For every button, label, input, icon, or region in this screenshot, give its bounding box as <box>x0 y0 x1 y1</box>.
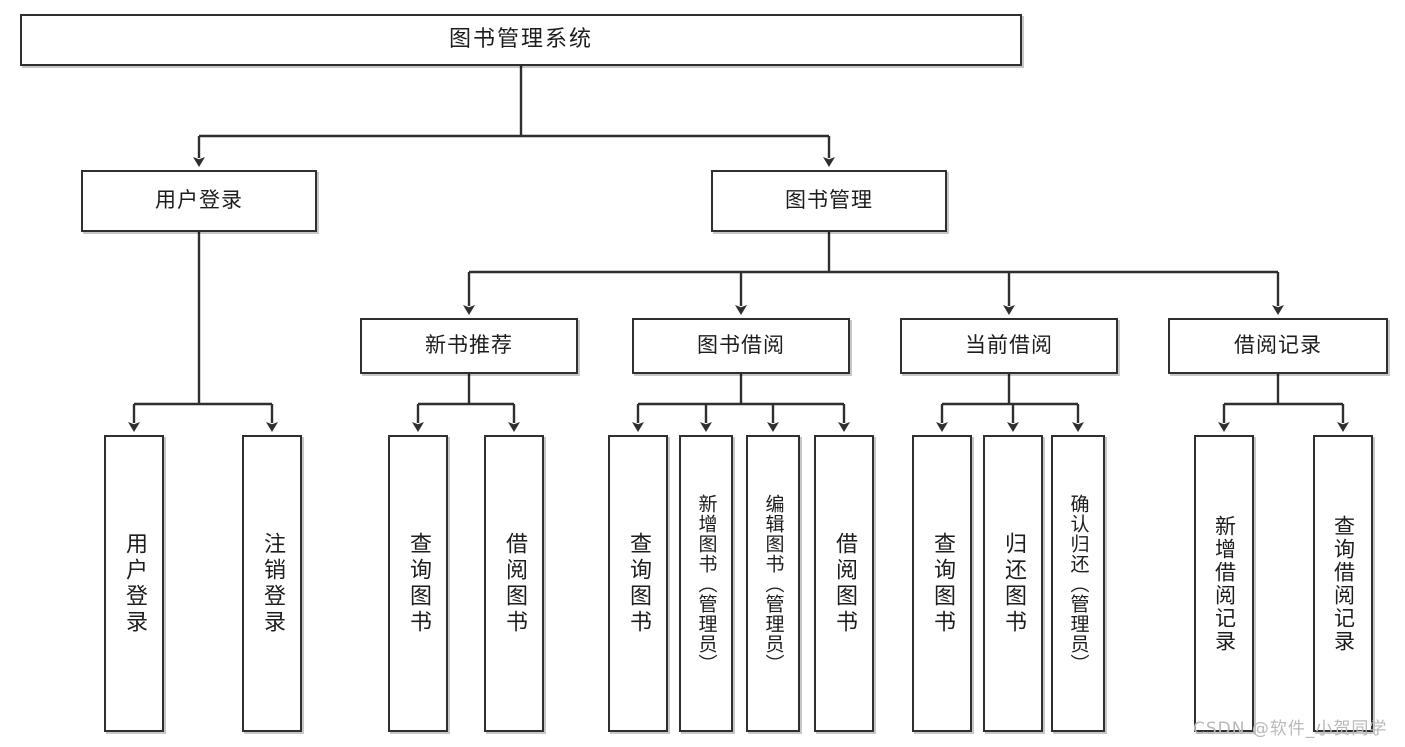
node-leaf-query-book-2-label: 查询图书 <box>626 531 651 636</box>
node-new-book-recommend-label: 新书推荐 <box>425 333 513 358</box>
node-leaf-confirm-return-label: 确认归还（管理员） <box>1067 493 1090 674</box>
node-user-login[interactable]: 用户登录 <box>81 170 317 232</box>
node-leaf-edit-book[interactable]: 编辑图书（管理员） <box>746 435 800 732</box>
node-leaf-borrow-book-2-label: 借阅图书 <box>832 531 857 636</box>
node-leaf-confirm-return[interactable]: 确认归还（管理员） <box>1051 435 1105 732</box>
node-leaf-query-book-3[interactable]: 查询图书 <box>912 435 972 732</box>
node-leaf-user-logout[interactable]: 注销登录 <box>242 435 302 732</box>
node-leaf-return-book[interactable]: 归还图书 <box>983 435 1043 732</box>
node-new-book-recommend[interactable]: 新书推荐 <box>360 318 578 374</box>
node-leaf-return-book-label: 归还图书 <box>1001 531 1026 636</box>
node-borrow-record[interactable]: 借阅记录 <box>1168 318 1388 374</box>
node-current-borrow[interactable]: 当前借阅 <box>900 318 1118 374</box>
node-root[interactable]: 图书管理系统 <box>20 14 1022 66</box>
node-leaf-user-login-label: 用户登录 <box>122 531 147 636</box>
csdn-watermark: CSDN @软件_小贺同学 <box>1193 719 1388 739</box>
node-current-borrow-label: 当前借阅 <box>965 333 1053 358</box>
node-leaf-add-book-label: 新增图书（管理员） <box>695 493 718 674</box>
node-leaf-user-logout-label: 注销登录 <box>260 531 285 636</box>
node-leaf-borrow-book-1-label: 借阅图书 <box>502 531 527 636</box>
node-book-borrow[interactable]: 图书借阅 <box>632 318 850 374</box>
node-leaf-query-book-1-label: 查询图书 <box>406 531 431 636</box>
node-user-login-label: 用户登录 <box>155 188 243 213</box>
node-book-borrow-label: 图书借阅 <box>697 333 785 358</box>
node-book-manage[interactable]: 图书管理 <box>711 170 947 232</box>
node-leaf-query-book-3-label: 查询图书 <box>930 531 955 636</box>
node-leaf-query-record-label: 查询借阅记录 <box>1331 514 1356 653</box>
node-leaf-add-record-label: 新增借阅记录 <box>1212 514 1237 653</box>
node-leaf-query-book-2[interactable]: 查询图书 <box>608 435 668 732</box>
node-leaf-user-login[interactable]: 用户登录 <box>104 435 164 732</box>
node-leaf-query-record[interactable]: 查询借阅记录 <box>1313 435 1373 732</box>
node-leaf-add-book[interactable]: 新增图书（管理员） <box>679 435 733 732</box>
node-leaf-query-book-1[interactable]: 查询图书 <box>388 435 448 732</box>
node-leaf-edit-book-label: 编辑图书（管理员） <box>762 493 785 674</box>
node-book-manage-label: 图书管理 <box>785 188 873 213</box>
node-root-label: 图书管理系统 <box>448 26 593 52</box>
node-borrow-record-label: 借阅记录 <box>1234 333 1322 358</box>
node-leaf-borrow-book-2[interactable]: 借阅图书 <box>814 435 874 732</box>
node-leaf-borrow-book-1[interactable]: 借阅图书 <box>484 435 544 732</box>
node-leaf-add-record[interactable]: 新增借阅记录 <box>1194 435 1254 732</box>
